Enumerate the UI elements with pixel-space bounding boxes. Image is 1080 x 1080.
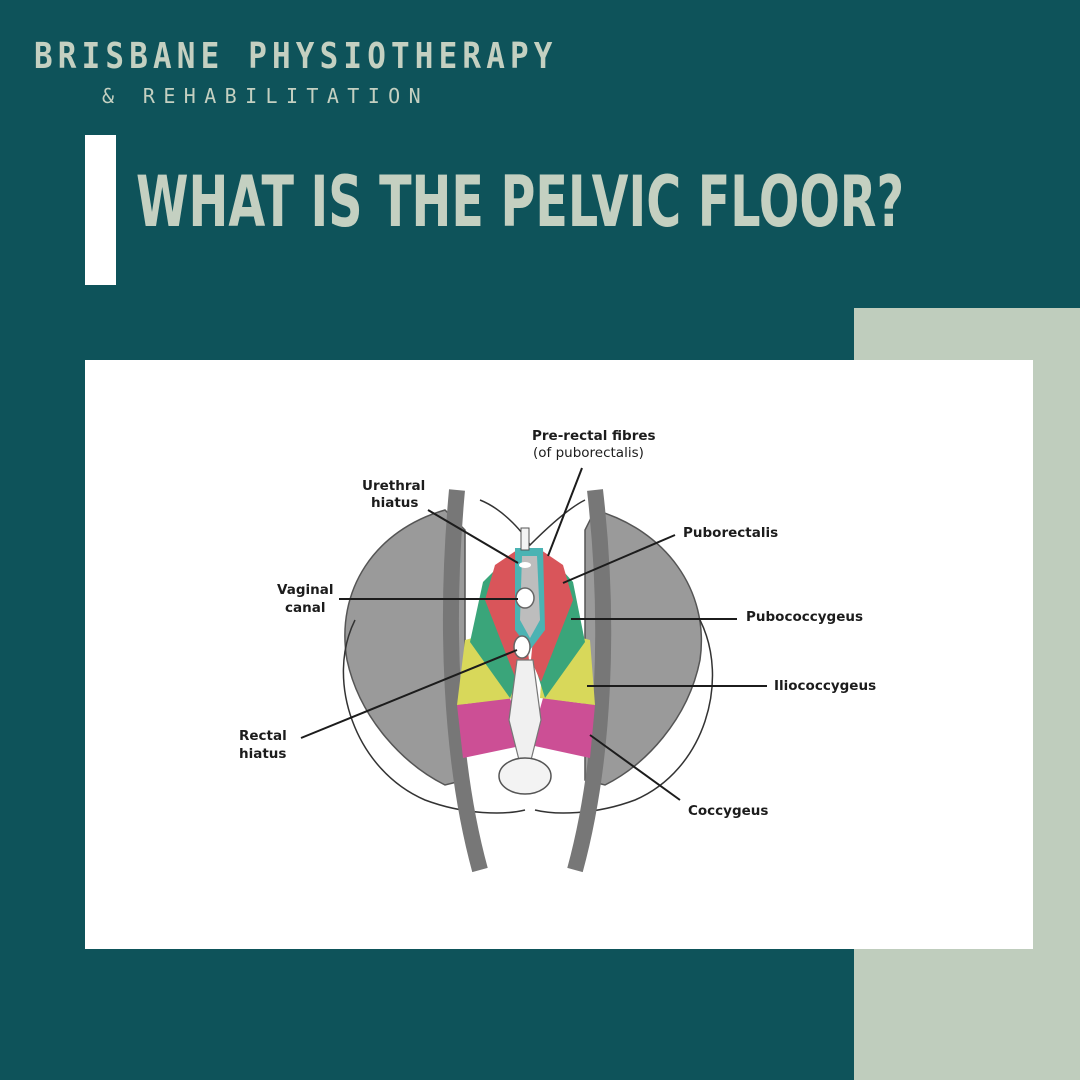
urethral-hiatus-opening: [519, 562, 531, 568]
label-rectal-line1: Rectal: [239, 728, 287, 744]
vaginal-canal-opening: [515, 587, 535, 609]
label-vaginal-line2: canal: [285, 600, 325, 616]
sacral-vertebra: [498, 757, 552, 795]
pubic-symphysis: [520, 527, 530, 551]
label-pubococcygeus: Pubococcygeus: [746, 609, 863, 625]
leader-lines: [300, 467, 767, 801]
page-title: WHAT IS THE PELVIC FLOOR?: [136, 161, 905, 243]
brand-name: BRISBANE PHYSIOTHERAPY: [34, 36, 558, 77]
leader-coccygeus: [589, 734, 681, 801]
label-urethral-line2: hiatus: [371, 495, 418, 511]
rectal-hiatus-opening: [513, 635, 531, 659]
label-urethral-line1: Urethral: [362, 478, 425, 494]
muscle-layers: [457, 548, 595, 758]
openings: [498, 527, 552, 795]
label-pre-rectal-fibres-note: (of puborectalis): [533, 445, 644, 461]
label-rectal-line2: hiatus: [239, 746, 286, 762]
coccygeus-left: [457, 698, 525, 758]
leader-rectal: [300, 649, 518, 739]
leader-puborectalis: [562, 534, 676, 584]
diagram-labels: Pre-rectal fibres (of puborectalis) Uret…: [239, 428, 876, 819]
label-coccygeus: Coccygeus: [688, 803, 768, 819]
diagram-card: Pre-rectal fibres (of puborectalis) Uret…: [85, 360, 1033, 949]
pelvis-outline: [342, 489, 714, 873]
label-puborectalis: Puborectalis: [683, 525, 778, 541]
pelvic-floor-diagram: Pre-rectal fibres (of puborectalis) Uret…: [239, 428, 876, 873]
brand-subtitle: & REHABILITATION: [102, 84, 430, 108]
label-pre-rectal-fibres: Pre-rectal fibres: [532, 428, 656, 444]
label-vaginal-line1: Vaginal: [277, 582, 333, 598]
label-iliococcygeus: Iliococcygeus: [774, 678, 876, 694]
headline-accent-bar: [85, 135, 116, 285]
leader-urethral: [427, 509, 519, 564]
leader-pre-rectal: [547, 467, 583, 557]
coccygeus-right: [530, 698, 595, 758]
